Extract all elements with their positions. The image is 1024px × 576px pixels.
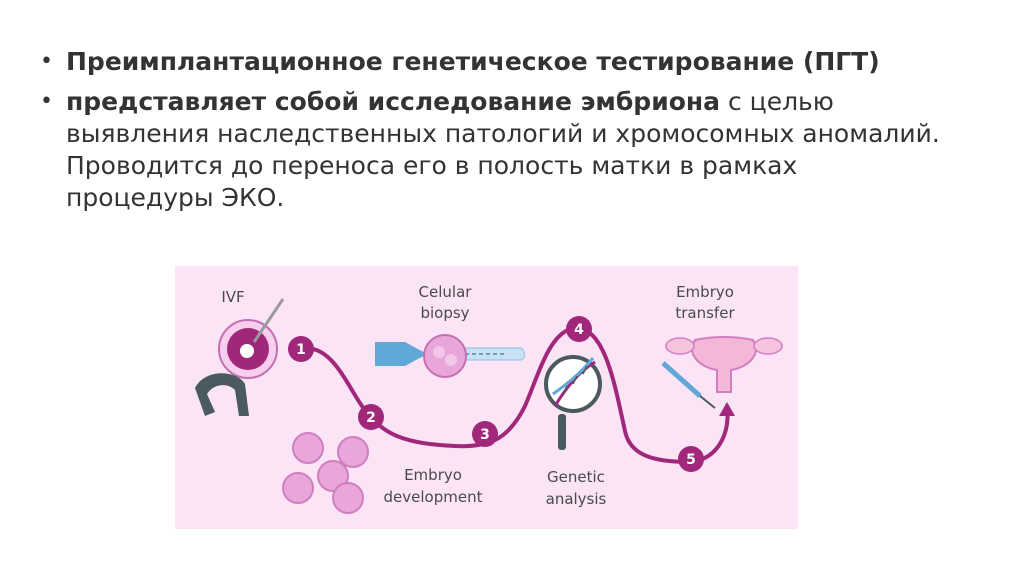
bullet-dot: • [40,49,53,74]
bullet2-rest-text: с целью выявления наследственных патолог… [66,87,940,212]
biopsy-pipette-icon [375,334,525,378]
label-development-line1: Embryo [404,466,462,484]
step-number-3: 3 [480,427,490,443]
step-number-5: 5 [686,452,696,468]
ivf-egg-icon [218,298,285,379]
label-genetic-line1: Genetic [547,468,605,486]
label-development-line2: development [384,488,483,506]
bullet2-bold-text: представляет собой исследование эмбриона [66,87,721,116]
path-arrowhead [719,402,735,416]
pgt-process-figure: 1 2 3 4 5 IVF Celular biopsy Embryo [175,266,798,529]
bullet-item-2: • представляет собой исследование эмбрио… [40,86,940,214]
step-number-2: 2 [366,410,376,426]
step-number-1: 1 [296,342,306,358]
bullet-dot: • [40,89,53,114]
label-biopsy-line2: biopsy [420,304,469,322]
step-marker-4: 4 [566,316,592,342]
figure-background [175,266,798,529]
step-marker-1: 1 [288,336,314,362]
pipette-holder-icon [195,373,249,416]
label-genetic-line2: analysis [546,490,607,508]
bullet-item-1: • Преимплантационное генетическое тестир… [40,46,940,78]
uterus-icon [665,336,783,393]
step-marker-3: 3 [472,421,498,447]
embryo-cells-icon [282,432,369,514]
label-biopsy-line1: Celular [419,283,473,301]
label-ivf: IVF [221,288,244,306]
step-marker-5: 5 [678,446,704,472]
label-transfer-line1: Embryo [676,283,734,301]
bullet1-bold-text: Преимплантационное генетическое тестиров… [66,47,880,76]
pgt-process-svg: 1 2 3 4 5 IVF Celular biopsy Embryo [175,266,798,529]
bullet-list: • Преимплантационное генетическое тестир… [40,46,940,214]
step-marker-2: 2 [358,404,384,430]
step-number-4: 4 [574,322,584,338]
syringe-icon [661,361,716,409]
label-transfer-line2: transfer [675,304,735,322]
dna-magnifier-icon [544,355,602,450]
